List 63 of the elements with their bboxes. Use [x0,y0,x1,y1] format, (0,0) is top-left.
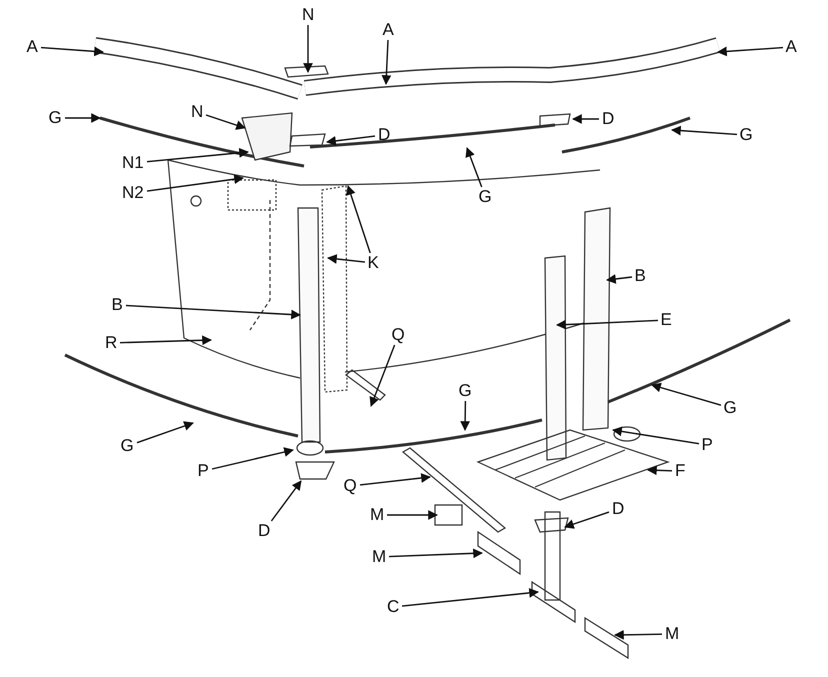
leader-line [146,174,244,192]
leader-line [136,421,194,444]
leader-line [326,135,376,146]
leader-line [388,548,483,558]
callout-letter: G [120,437,135,455]
leader-line [651,382,722,406]
callout-letter: D [611,500,626,518]
leader-line [65,113,101,123]
callout-letter: G [458,382,473,400]
callout-letter: A [784,38,798,56]
callout-letter: P [196,462,210,480]
leader-line [382,40,392,85]
leader-line [572,114,599,124]
leader-line [370,344,396,407]
leader-line [303,25,313,73]
callout-letter: C [386,598,400,616]
leader-line [671,126,738,136]
callout-letter: K [366,254,380,272]
leader-line [612,426,700,444]
callout-letter: G [478,188,493,206]
leader-line [146,148,249,162]
leader-line [206,114,246,130]
callout-letter: G [722,399,738,417]
callout-letter: M [369,506,386,524]
leader-line [40,46,104,56]
leader-line [564,511,610,529]
callout-letter: N [190,103,204,121]
callout-letter: F [674,462,686,480]
callout-letter: G [48,109,63,127]
callout-letter: Q [390,326,406,344]
callout-letter: E [660,311,673,329]
leader-line [346,185,371,254]
callout-letter: D [601,110,616,128]
leader-line [212,447,294,470]
leader-line [270,480,302,522]
callout-letter: N [301,6,316,24]
callout-letter: A [382,21,395,39]
callout-letter: R [104,334,118,352]
leader-line [556,320,658,330]
leader-line [360,473,431,486]
callout-letter: Q [342,477,358,495]
callout-letter: B [634,267,647,285]
callout-letter: D [257,522,272,540]
leader-line [460,401,470,431]
leader-line [647,465,672,476]
leader-line [120,335,212,346]
callout-letter: G [738,126,754,144]
callout-letter: D [377,126,392,144]
callout-letter: M [664,625,680,643]
leader-line [327,254,366,264]
callout-letter: N1 [121,154,145,172]
leader-line [126,304,301,320]
callout-letter: A [26,38,39,56]
leader-line [606,274,632,284]
leader-line [402,588,539,607]
callout-letter: B [110,296,124,314]
leader-line [717,46,784,56]
leader-line [466,147,482,188]
callout-letter: N2 [121,184,145,202]
callout-letter: P [700,436,714,454]
leader-line [614,630,662,640]
callout-letter: M [371,548,388,566]
leader-line [387,510,438,520]
